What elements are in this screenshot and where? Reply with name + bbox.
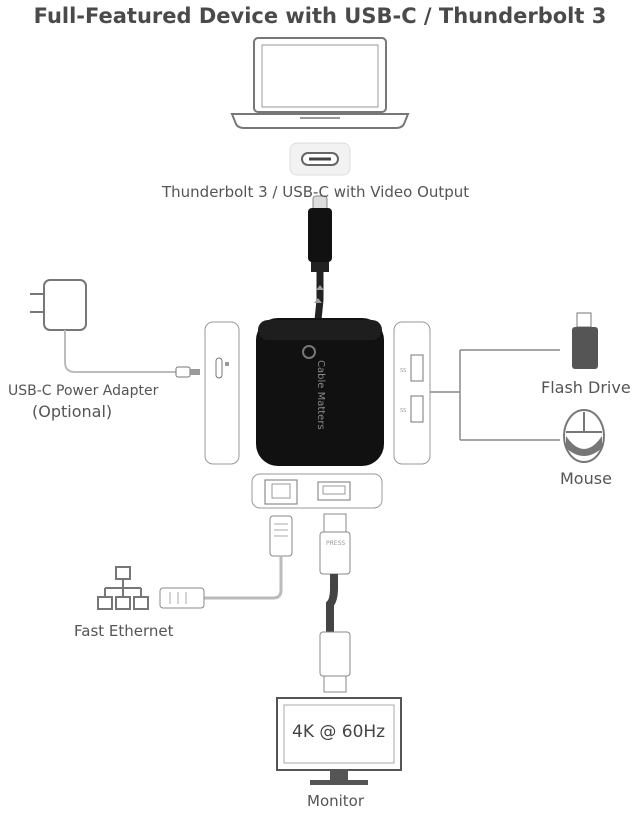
- flash-drive-icon: [572, 312, 598, 369]
- monitor-icon: [276, 697, 402, 785]
- usb-c-cable: [308, 195, 332, 321]
- monitor-screen-label: 4K @ 60Hz: [292, 722, 386, 742]
- page-title: Full-Featured Device with USB-C / Thunde…: [33, 4, 607, 28]
- hub-right-side: SS SS: [393, 321, 431, 465]
- monitor-label: Monitor: [307, 792, 365, 810]
- ethernet-cable: [159, 515, 293, 609]
- power-adapter-icon: [30, 279, 200, 378]
- host-port-label: Thunderbolt 3 / USB-C with Video Output: [162, 183, 470, 201]
- usb-c-port-icon: [289, 142, 351, 176]
- hub-brand-label: Cable Matters: [315, 360, 326, 430]
- network-icon: [97, 566, 149, 610]
- svg-text:PRESS: PRESS: [326, 540, 345, 547]
- flash-drive-label: Flash Drive: [541, 378, 631, 397]
- hub-left-side: [204, 321, 240, 465]
- svg-text:SS: SS: [400, 408, 406, 414]
- laptop-icon: [230, 37, 410, 129]
- svg-text:SS: SS: [400, 368, 406, 374]
- usb-device-connectors: [430, 349, 560, 441]
- mouse-icon: [563, 409, 605, 463]
- fast-ethernet-label: Fast Ethernet: [74, 622, 174, 640]
- mouse-label: Mouse: [560, 469, 612, 488]
- hub-bottom-side: [251, 473, 383, 509]
- power-adapter-optional-label: (Optional): [32, 402, 113, 421]
- hub-device: Cable Matters: [256, 318, 384, 466]
- displayport-cable: PRESS: [319, 513, 351, 693]
- power-adapter-label: USB-C Power Adapter: [8, 383, 159, 399]
